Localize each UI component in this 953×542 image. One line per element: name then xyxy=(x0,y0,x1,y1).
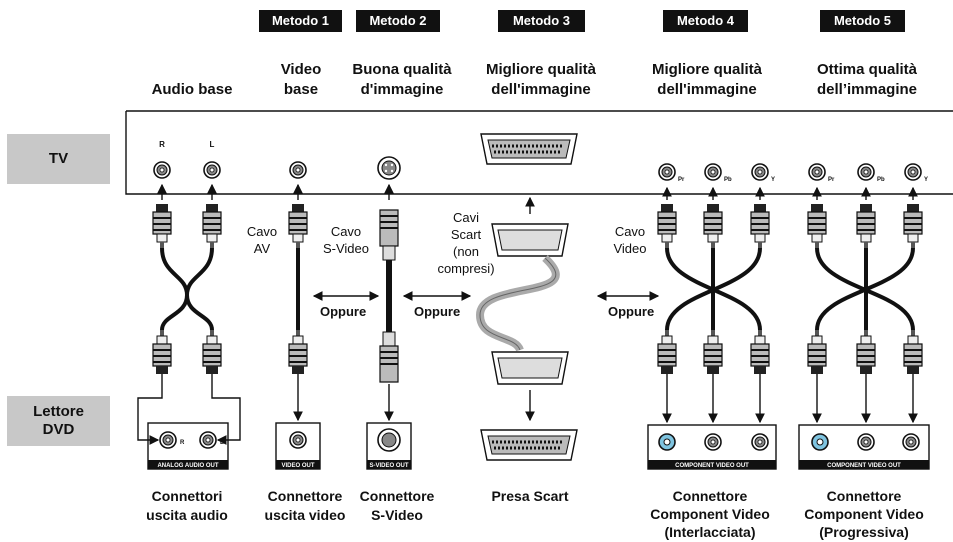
video-cable xyxy=(288,203,308,422)
tv-pr-label-2: Pr xyxy=(828,177,835,183)
arrows-to-tv xyxy=(157,183,918,214)
cable-video-label-line1: Cavo xyxy=(614,224,646,239)
footer-audio-line1: Connettori xyxy=(151,488,223,504)
cable-scart-label-line4: compresi) xyxy=(437,261,495,276)
tv-jack-y-1 xyxy=(751,163,769,181)
dvd-label: Lettore DVD xyxy=(7,396,110,446)
method-4-badge: Metodo 4 xyxy=(663,10,748,32)
tv-y-label-1: Y xyxy=(771,177,775,183)
component-cable-2 xyxy=(807,203,923,424)
tv-jack-svideo xyxy=(377,156,401,180)
header-svideo-line1: Buona qualità xyxy=(352,61,452,78)
footer-comp1-line3: (Interlacciata) xyxy=(664,524,756,540)
header-comp2-line1: Ottima qualità xyxy=(816,61,917,78)
footer-svideo-line2: S-Video xyxy=(371,507,423,523)
svg-text:R: R xyxy=(180,440,185,446)
tv-label-text: TV xyxy=(48,150,69,167)
svideo-out-panel: S-VIDEO OUT xyxy=(366,422,412,470)
component-out-label-1: COMPONENT VIDEO OUT xyxy=(675,463,749,469)
header-video-line2: base xyxy=(283,81,319,98)
header-video-line1: Video xyxy=(280,61,322,78)
component-out-panel-2: COMPONENT VIDEO OUT xyxy=(798,424,930,470)
audio-out-panel: R L ANALOG AUDIO OUT xyxy=(147,422,229,470)
component-cable-1 xyxy=(657,203,770,424)
tv-scart-socket xyxy=(480,133,578,165)
tv-pb-label-1: Pb xyxy=(724,177,732,183)
tv-jack-l-label: L xyxy=(210,140,215,149)
cable-av-label-line2: AV xyxy=(253,241,271,256)
dvd-label-line2: DVD xyxy=(42,421,75,438)
tv-jack-video xyxy=(289,161,307,179)
tv-jack-pb-1 xyxy=(704,163,722,181)
header-comp1-line1: Migliore qualità xyxy=(651,61,762,78)
component-out-panel-1: COMPONENT VIDEO OUT xyxy=(647,424,777,470)
dvd-label-line1: Lettore xyxy=(33,403,84,420)
dvd-scart-socket xyxy=(480,429,578,461)
tv-jack-pr-1 xyxy=(658,163,676,181)
cable-scart-label-line1: Cavi xyxy=(452,210,479,225)
footer-video-line1: Connettore xyxy=(267,488,343,504)
header-scart-line2: dell'immagine xyxy=(491,81,591,98)
audio-out-label: ANALOG AUDIO OUT xyxy=(157,463,218,469)
method-1-badge: Metodo 1 xyxy=(259,10,342,32)
tv-pb-label-2: Pb xyxy=(877,177,885,183)
cable-svideo-label-line2: S-Video xyxy=(322,241,369,256)
footer-comp1-line1: Connettore xyxy=(672,488,748,504)
svg-text:L: L xyxy=(220,440,224,446)
video-out-label: VIDEO OUT xyxy=(281,463,314,469)
cable-av-label-line1: Cavo xyxy=(246,224,278,239)
header-comp2-line2: dell’immagine xyxy=(816,81,918,98)
footer-comp2-line1: Connettore xyxy=(826,488,902,504)
tv-jack-y-2 xyxy=(904,163,922,181)
cable-video-label-line2: Video xyxy=(613,241,647,256)
cable-scart-label-line2: Scart xyxy=(450,227,482,242)
footer-comp2-line2: Component Video xyxy=(804,506,924,522)
method-2-badge: Metodo 2 xyxy=(356,10,440,32)
component-out-label-2: COMPONENT VIDEO OUT xyxy=(827,463,901,469)
tv-jack-r-label: R xyxy=(159,140,165,149)
footer-svideo-line1: Connettore xyxy=(359,488,435,504)
oppure-label-1: Oppure xyxy=(320,304,367,319)
footer-video-line2: uscita video xyxy=(264,507,346,523)
scart-cable xyxy=(475,223,569,422)
tv-jack-pb-2 xyxy=(857,163,875,181)
audio-lead-r xyxy=(137,374,163,445)
tv-label: TV xyxy=(7,134,110,184)
svideo-out-label: S-VIDEO OUT xyxy=(369,463,408,469)
method-3-badge: Metodo 3 xyxy=(498,10,585,32)
cable-scart-label-line3: (non xyxy=(452,244,480,259)
video-out-panel: VIDEO OUT xyxy=(275,422,321,470)
tv-pr-label-1: Pr xyxy=(678,177,685,183)
cable-svideo-label-line1: Cavo xyxy=(330,224,362,239)
audio-cable xyxy=(152,203,222,375)
svideo-cable xyxy=(379,209,399,422)
footer-comp2-line3: (Progressiva) xyxy=(819,524,909,540)
footer-scart: Presa Scart xyxy=(491,488,569,504)
header-comp1-line2: dell'immagine xyxy=(657,81,757,98)
header-scart-line1: Migliore qualità xyxy=(485,61,596,78)
oppure-label-3: Oppure xyxy=(608,304,655,319)
tv-jack-audio-l xyxy=(203,161,221,179)
audio-lead-l xyxy=(211,374,241,445)
oppure-label-2: Oppure xyxy=(414,304,461,319)
header-svideo-line2: d'immagine xyxy=(360,81,444,98)
footer-comp1-line2: Component Video xyxy=(650,506,770,522)
method-5-badge: Metodo 5 xyxy=(820,10,905,32)
tv-panel-outline xyxy=(125,110,953,195)
tv-jack-audio-r xyxy=(153,161,171,179)
tv-jack-pr-2 xyxy=(808,163,826,181)
tv-y-label-2: Y xyxy=(924,177,928,183)
header-audio: Audio base xyxy=(151,81,233,98)
footer-audio-line2: uscita audio xyxy=(146,507,228,523)
